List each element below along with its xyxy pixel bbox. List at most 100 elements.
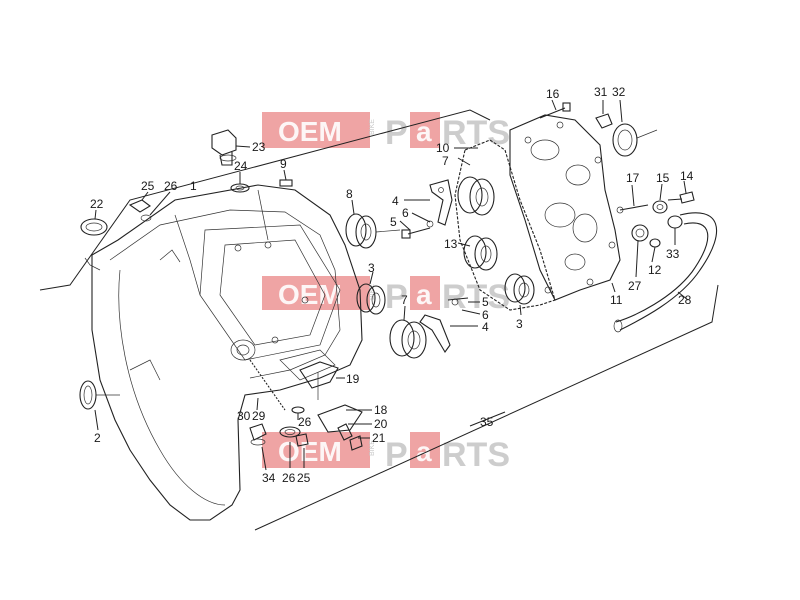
svg-text:OEM: OEM <box>278 436 342 467</box>
spring-30-29 <box>249 359 286 411</box>
label-27: 27 <box>628 279 642 293</box>
oil-seal-22 <box>80 209 108 236</box>
label-25-upper: 25 <box>141 179 155 193</box>
filler-plug-23 <box>211 129 251 166</box>
oring-12 <box>649 238 661 263</box>
label-26-lower: 26 <box>282 471 296 485</box>
label-24: 24 <box>234 159 248 173</box>
label-16: 16 <box>546 87 560 101</box>
label-21: 21 <box>372 431 386 445</box>
bearing-7-lower <box>389 305 427 359</box>
label-17: 17 <box>626 171 640 185</box>
selector-plate-18 <box>317 404 372 433</box>
label-3-right: 3 <box>516 317 523 331</box>
gearbox-housing <box>84 184 363 521</box>
part-labels: 1 2 3 3 4 4 5 5 6 6 7 7 8 9 10 11 12 13 … <box>90 85 694 485</box>
leader-line-35 <box>469 411 506 427</box>
label-31: 31 <box>594 85 608 99</box>
bearing-3-right <box>504 273 535 316</box>
bolt-14 <box>667 180 695 204</box>
label-5-upper: 5 <box>390 215 397 229</box>
screw-25-lower <box>295 433 309 468</box>
label-7-upper: 7 <box>442 154 449 168</box>
gasket-10 <box>454 139 556 311</box>
label-34: 34 <box>262 471 276 485</box>
plug-27 <box>631 224 649 278</box>
label-1: 1 <box>190 179 197 193</box>
svg-text:P: P <box>385 436 408 474</box>
label-18: 18 <box>374 403 388 417</box>
label-28: 28 <box>678 293 692 307</box>
label-33: 33 <box>666 247 680 261</box>
label-12: 12 <box>648 263 662 277</box>
label-26-mid: 26 <box>298 415 312 429</box>
label-32: 32 <box>612 85 626 99</box>
label-29: 29 <box>252 409 266 423</box>
screw-21 <box>349 435 370 451</box>
washer-26-lower <box>279 426 301 468</box>
oil-seal-32 <box>612 99 658 157</box>
label-2: 2 <box>94 431 101 445</box>
label-30: 30 <box>237 409 251 423</box>
label-6-lower: 6 <box>482 308 489 322</box>
label-23: 23 <box>252 140 266 154</box>
bearing-8 <box>345 199 401 249</box>
svg-text:BIKE: BIKE <box>369 440 376 456</box>
washer-26-mid <box>291 406 305 420</box>
bracket-4-upper <box>404 179 453 226</box>
label-26-upper: 26 <box>164 179 178 193</box>
washer-24 <box>230 172 250 193</box>
watermark-top: OEM BIKE P a RTS <box>262 112 510 152</box>
svg-text:a: a <box>416 436 432 467</box>
label-13: 13 <box>444 237 458 251</box>
label-7-lower: 7 <box>401 293 408 307</box>
bearing-13 <box>457 235 498 271</box>
label-4-lower: 4 <box>482 320 489 334</box>
plug-34 <box>249 423 267 471</box>
label-11: 11 <box>610 293 623 307</box>
label-20: 20 <box>374 417 388 431</box>
label-6-upper: 6 <box>402 206 409 220</box>
svg-text:OEM: OEM <box>278 116 342 147</box>
dowel-pin-9 <box>279 169 293 187</box>
svg-text:RTS: RTS <box>442 436 510 474</box>
clip-31 <box>595 100 613 129</box>
assembly-boundary-line <box>39 109 491 291</box>
bolt-5-6-lower <box>447 297 481 315</box>
label-15: 15 <box>656 171 670 185</box>
watermark-bottom: OEM BIKE P a RTS <box>262 432 510 474</box>
plug-25-26 <box>128 191 171 222</box>
bolt-16 <box>539 99 571 119</box>
bearing-3-left <box>356 271 386 315</box>
label-4-upper: 4 <box>392 194 399 208</box>
label-25-lower: 25 <box>297 471 311 485</box>
bolt-5-6-upper <box>399 212 434 239</box>
label-14: 14 <box>680 169 694 183</box>
label-3-left: 3 <box>368 261 375 275</box>
flange-19 <box>299 361 345 400</box>
watermark-middle: OEM BIKE P a RTS <box>262 276 510 316</box>
svg-text:BIKE: BIKE <box>369 119 376 135</box>
breather-hose-28 <box>613 212 718 333</box>
label-35: 35 <box>480 415 494 429</box>
label-9: 9 <box>280 157 287 171</box>
svg-text:P: P <box>385 114 408 152</box>
gearbox-cover-11 <box>509 114 621 301</box>
svg-text:a: a <box>416 279 432 310</box>
label-19: 19 <box>346 372 360 386</box>
svg-text:RTS: RTS <box>442 278 510 316</box>
clip-20 <box>337 423 372 441</box>
bearing-7-upper <box>457 176 495 216</box>
label-8: 8 <box>346 187 353 201</box>
fitting-33 <box>667 215 683 245</box>
assembly-boundary-bottom <box>254 284 719 531</box>
oil-seal-2 <box>79 380 120 431</box>
svg-text:OEM: OEM <box>278 279 342 310</box>
label-10: 10 <box>436 141 450 155</box>
label-5-lower: 5 <box>482 295 489 309</box>
label-22: 22 <box>90 197 104 211</box>
svg-text:BIKE: BIKE <box>369 284 376 300</box>
svg-text:P: P <box>385 278 408 316</box>
washer-15 <box>652 183 668 214</box>
